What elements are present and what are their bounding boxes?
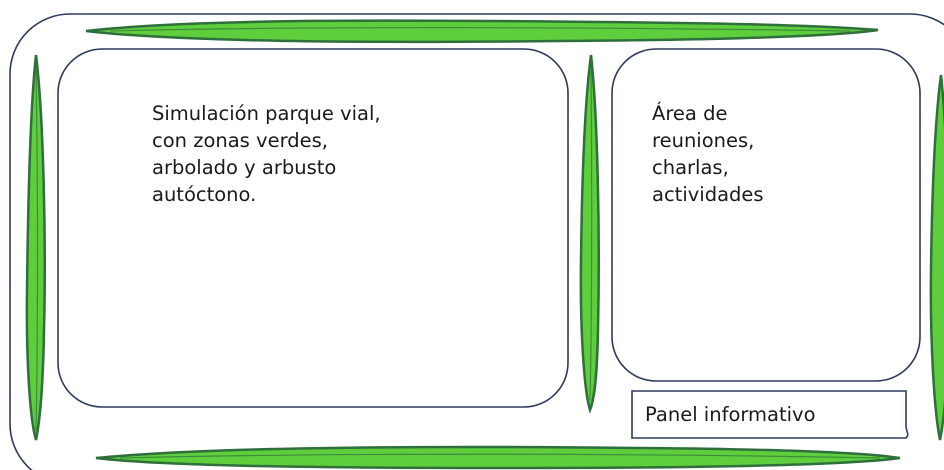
meeting-zone-label: Área de reuniones, charlas, actividades: [652, 100, 764, 208]
park-zone-line: autóctono.: [152, 183, 257, 206]
hedge-right: [929, 74, 944, 441]
info-panel-box: [631, 390, 909, 439]
hedge-bottom: [95, 445, 901, 470]
meeting-zone-box: [611, 48, 921, 382]
park-zone-line: Simulación parque vial,: [152, 102, 381, 125]
hedges: [25, 19, 944, 470]
meeting-zone-line: charlas,: [652, 156, 729, 179]
outer-boundary: [9, 13, 944, 470]
hedge-top: [85, 19, 879, 44]
info-panel-label: Panel informativo: [645, 401, 816, 429]
park-zone-line: con zonas verdes,: [152, 129, 328, 152]
meeting-zone-line: Área de: [652, 102, 728, 125]
hedge-middle: [579, 54, 600, 414]
info-panel-text: Panel informativo: [645, 403, 816, 426]
park-zone-line: arbolado y arbusto: [152, 156, 337, 179]
meeting-zone-line: reuniones,: [652, 129, 755, 152]
hedge-left: [25, 54, 46, 441]
park-zone-label: Simulación parque vial, con zonas verdes…: [152, 100, 381, 208]
park-zone-box: [57, 48, 569, 408]
meeting-zone-line: actividades: [652, 183, 764, 206]
